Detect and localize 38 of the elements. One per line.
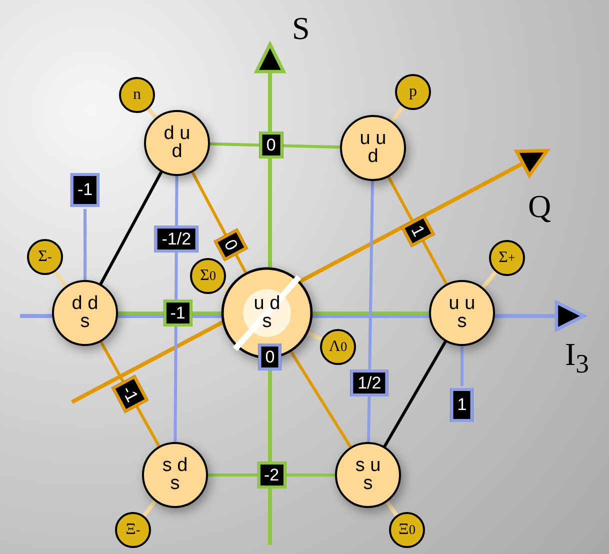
edge-label: -1 bbox=[111, 374, 149, 414]
connector-line bbox=[142, 500, 157, 517]
quark-circle: d d s bbox=[52, 280, 118, 346]
connector-line bbox=[99, 171, 163, 285]
edge-label: 0 bbox=[214, 228, 248, 262]
axis-label: I$_{3}$ bbox=[565, 338, 589, 380]
quark-circle: d u d bbox=[144, 110, 210, 176]
edge-label: -2 bbox=[256, 462, 286, 488]
connector-line bbox=[383, 340, 447, 448]
quark-label: u d s bbox=[252, 295, 282, 331]
connector-line bbox=[54, 270, 68, 288]
edge-label: 1/2 bbox=[350, 370, 388, 397]
connector-line bbox=[84, 209, 86, 280]
quark-circle: s d s bbox=[142, 442, 208, 508]
edge-label: 0 bbox=[259, 132, 283, 159]
value-label: -1 bbox=[70, 173, 100, 207]
connector-line bbox=[460, 346, 464, 386]
edge-label: 1 bbox=[400, 214, 435, 248]
edge-label: -1/2 bbox=[154, 226, 198, 253]
connector-line bbox=[313, 312, 429, 314]
particle-circle: p bbox=[395, 74, 431, 110]
value-label: 0 bbox=[258, 344, 282, 370]
connector-line bbox=[385, 500, 398, 516]
value-label: 1 bbox=[450, 388, 474, 422]
quark-circle: u u d bbox=[340, 115, 406, 181]
connector-line bbox=[481, 270, 498, 289]
particle-circle: n bbox=[119, 77, 155, 113]
connector-line bbox=[222, 284, 230, 290]
connector-line bbox=[390, 105, 404, 122]
quark-circle: u u s bbox=[429, 280, 495, 346]
connector-line bbox=[308, 331, 323, 342]
axis-label: S bbox=[292, 12, 310, 44]
connector-line bbox=[146, 108, 158, 119]
edge-label: -1 bbox=[163, 300, 192, 326]
axis-label: Q bbox=[528, 190, 552, 222]
connector-line bbox=[290, 351, 352, 448]
connector-line bbox=[367, 180, 374, 442]
quark-circle: s u s bbox=[335, 442, 401, 508]
